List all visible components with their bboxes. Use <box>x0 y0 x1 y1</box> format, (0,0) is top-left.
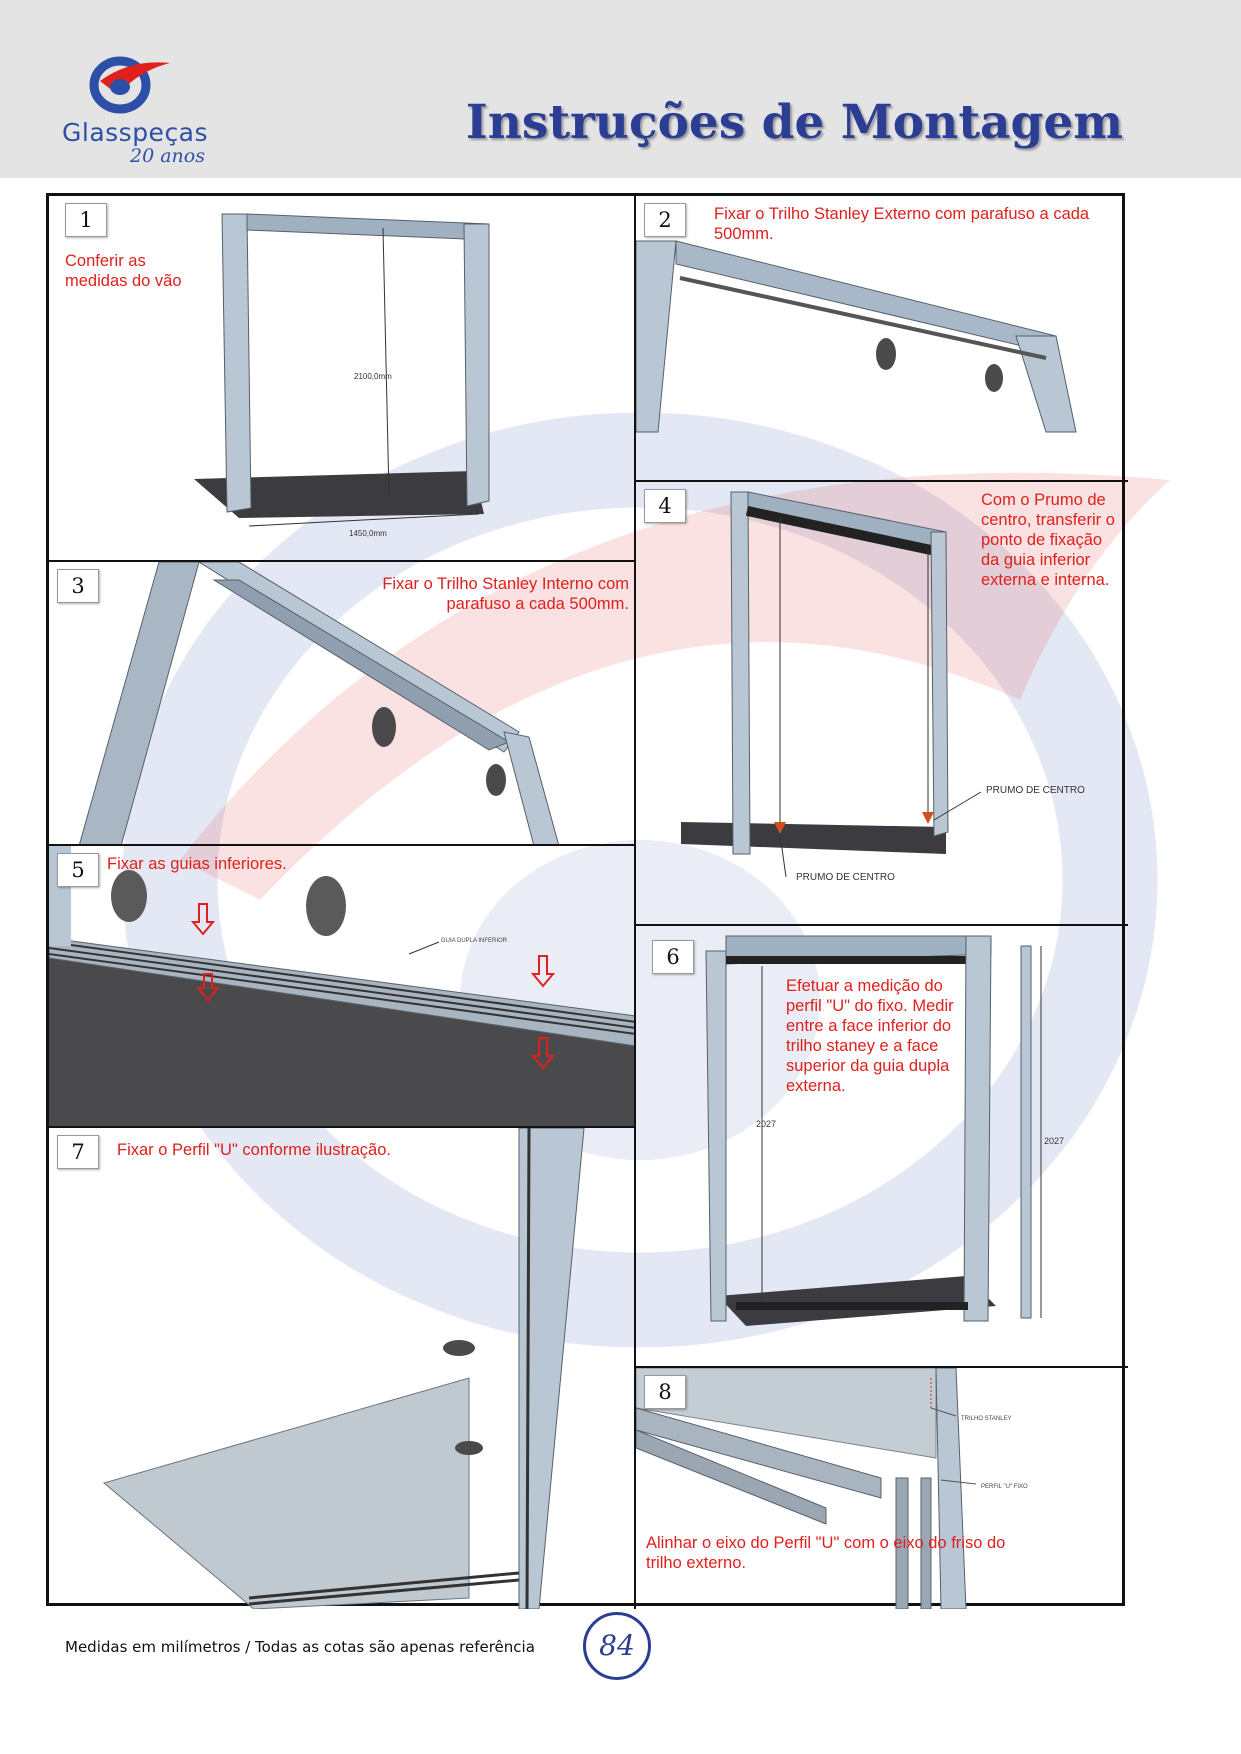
logo-name: Glasspeças <box>62 118 209 147</box>
step-7-panel: 7 Fixar o Perfil "U" conforme ilustração… <box>49 1128 636 1609</box>
internal-rail-illustration <box>79 562 559 844</box>
plumb-bob-illustration <box>681 491 982 878</box>
step-7-text: Fixar o Perfil "U" conforme ilustração. <box>117 1141 391 1159</box>
step-1-number: 1 <box>65 203 107 237</box>
step-7-number: 7 <box>57 1135 99 1169</box>
instruction-grid: 1 Conferir as medidas do vão 2100,0mm 14… <box>46 193 1128 1609</box>
step-3-text: Fixar o Trilho Stanley Interno com paraf… <box>382 575 629 613</box>
step-3-number: 3 <box>57 569 99 603</box>
step-1-panel: 1 Conferir as medidas do vão 2100,0mm 14… <box>49 196 636 562</box>
step-5-number: 5 <box>57 853 99 887</box>
outer-dimension: 2027 <box>1044 1136 1065 1146</box>
step-6-number: 6 <box>652 940 694 974</box>
step-3-panel: 3 Fixar o Trilho Stanley Interno com par… <box>49 562 636 846</box>
u-profile-measure-illustration <box>705 935 1042 1326</box>
glasspecas-logo-icon <box>89 56 170 114</box>
step-1-text: Conferir as medidas do vão <box>65 252 182 290</box>
rail-label: TRILHO STANLEY <box>961 1416 1012 1422</box>
height-dimension: 2100,0mm <box>354 372 392 381</box>
step-4-number: 4 <box>644 489 686 523</box>
step-8-panel: 8 Alinhar o eixo do Perfil "U" com o eix… <box>636 1368 1128 1609</box>
guide-label: GUIA DUPLA INFERIOR <box>441 938 508 944</box>
step-4-text: Com o Prumo de centro, transferir o pont… <box>981 491 1115 589</box>
step-8-text: Alinhar o eixo do Perfil "U" com o eixo … <box>646 1534 1006 1572</box>
step-6-text: Efetuar a medição do perfil "U" do fixo.… <box>786 977 954 1095</box>
step-5-panel: 5 Fixar as guias inferiores. GUIA DUPLA … <box>49 846 636 1128</box>
plumb-label-right: PRUMO DE CENTRO <box>986 785 1085 796</box>
page-number: 84 <box>583 1612 651 1680</box>
plumb-label-bottom: PRUMO DE CENTRO <box>796 872 895 883</box>
inner-dimension: 2027 <box>756 1119 777 1129</box>
door-frame-illustration <box>194 213 490 527</box>
bottom-guide-illustration <box>49 846 634 1126</box>
width-dimension: 1450,0mm <box>349 529 387 538</box>
rail-alignment-illustration <box>636 1368 977 1609</box>
step-4-panel: 4 Com o Prumo de centro, transferir o po… <box>636 482 1128 926</box>
step-2-text: Fixar o Trilho Stanley Externo com paraf… <box>714 205 1090 243</box>
step-5-text: Fixar as guias inferiores. <box>107 855 287 873</box>
profile-label: PERFIL "U" FIXO <box>981 1484 1028 1490</box>
step-2-number: 2 <box>644 203 686 237</box>
step-2-panel: 2 Fixar o Trilho Stanley Externo com par… <box>636 196 1128 482</box>
logo-tagline: 20 anos <box>130 145 205 167</box>
page-header: Glasspeças 20 anos Instruções de Montage… <box>0 0 1241 178</box>
external-rail-illustration <box>636 240 1077 433</box>
step-8-number: 8 <box>644 1375 686 1409</box>
page-title: Instruções de Montagem <box>465 95 1123 150</box>
footer-note: Medidas em milímetros / Todas as cotas s… <box>65 1638 535 1656</box>
step-6-panel: 6 Efetuar a medição do perfil "U" do fix… <box>636 926 1128 1368</box>
u-profile-install-illustration <box>102 1128 585 1609</box>
